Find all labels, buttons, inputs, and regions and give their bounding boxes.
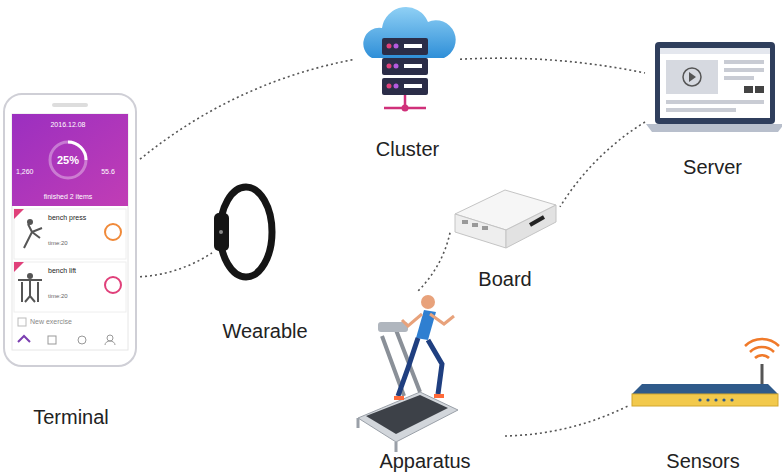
board-node: Board (450, 186, 560, 290)
dotted-link (417, 233, 450, 292)
dotted-link (460, 58, 645, 73)
screen-text: 2016.12.08 (50, 121, 85, 129)
node-label: Server (683, 156, 742, 178)
screen-text: bench lift (48, 267, 76, 275)
screen-text: time:20 (48, 293, 68, 300)
cloud-cluster-icon (363, 7, 455, 111)
screen-text: 55.6 (101, 168, 115, 176)
watch-icon (214, 187, 272, 277)
dotted-link (560, 122, 645, 207)
screen-text: finished 2 items (44, 193, 93, 201)
cluster-node: Cluster (355, 5, 460, 160)
phone-icon (4, 94, 136, 366)
node-label: Apparatus (379, 450, 470, 472)
dotted-link (140, 59, 355, 159)
node-label: Board (478, 268, 531, 290)
treadmill-icon (358, 295, 458, 452)
apparatus-node: Apparatus (345, 292, 505, 472)
dotted-link (505, 406, 628, 436)
node-label: Sensors (666, 450, 739, 472)
board-box-icon (455, 190, 556, 248)
router-icon (632, 339, 779, 406)
node-label: Terminal (33, 406, 109, 428)
dotted-link (140, 253, 212, 277)
screen-text: time:20 (48, 240, 68, 247)
laptop-icon (646, 42, 782, 132)
screen-text: 25% (57, 154, 79, 166)
server-node: Server (645, 38, 780, 178)
terminal-node: Terminal (2, 92, 140, 428)
node-label: Wearable (222, 320, 307, 342)
screen-text: New exercise (30, 318, 72, 326)
wearable-node: Wearable (212, 180, 318, 342)
sensors-node: Sensors (628, 340, 778, 472)
screen-text: 1,260 (16, 168, 34, 176)
screen-text: bench press (48, 214, 86, 222)
node-label: Cluster (376, 138, 439, 160)
